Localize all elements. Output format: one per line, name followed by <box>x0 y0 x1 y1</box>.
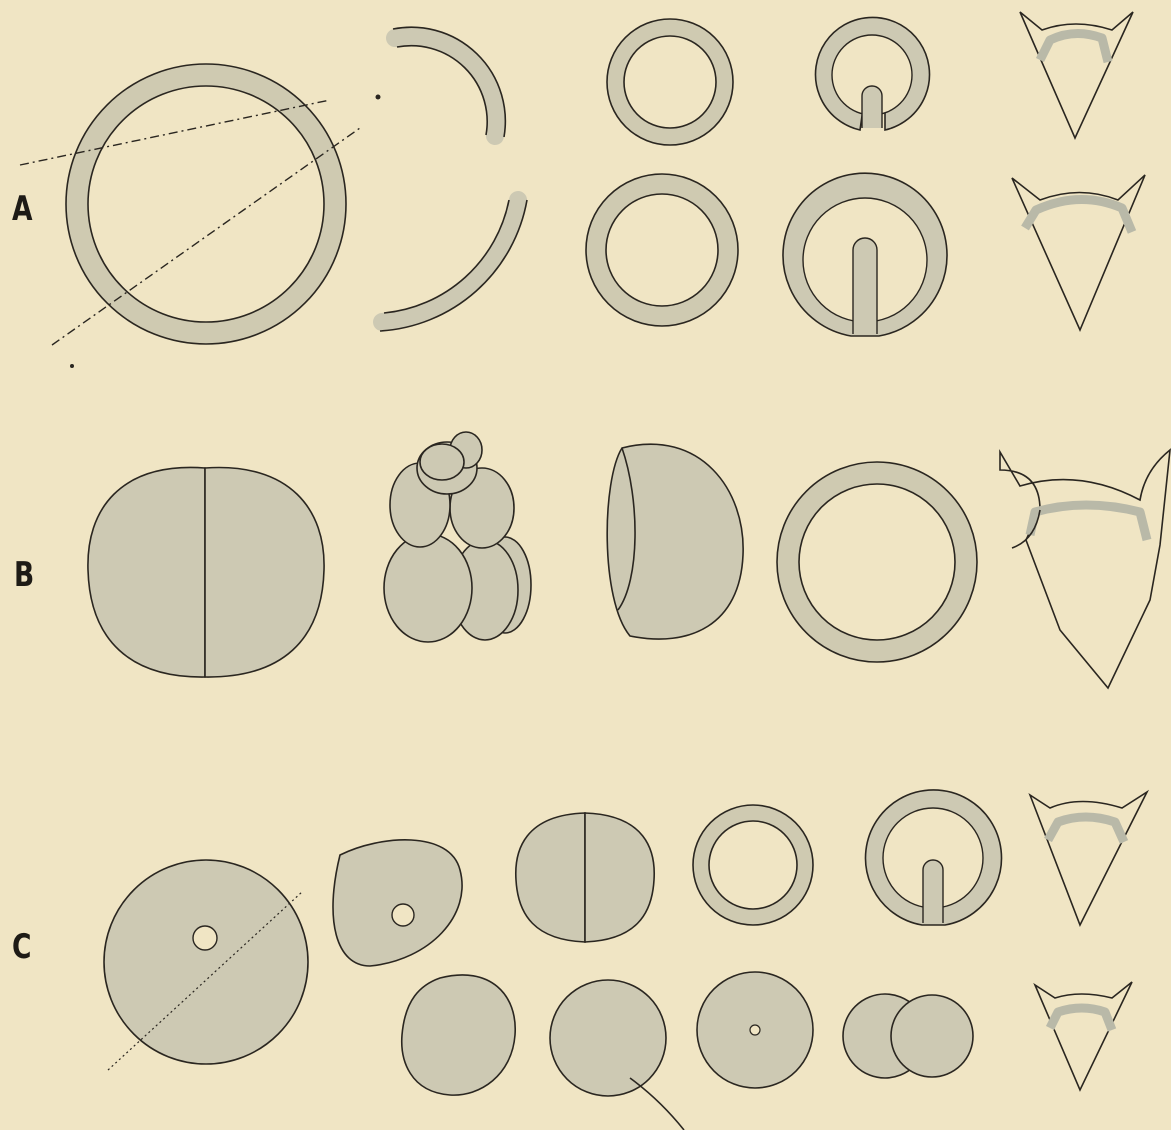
a-dot <box>376 95 381 100</box>
a-section-line-upper <box>20 100 330 165</box>
a-blastula-upper <box>607 19 733 145</box>
b-two-cell-egg <box>88 467 324 677</box>
c-blastula-ring <box>693 805 813 925</box>
c-egg-with-nucleus <box>697 972 813 1088</box>
b-open-blastula <box>607 444 743 639</box>
c-two-cell-overlap <box>843 994 973 1078</box>
row-c-drawings <box>104 790 1147 1130</box>
a-pluteus-upper <box>1020 12 1133 138</box>
c-pluteus-lower <box>1035 982 1132 1090</box>
b-cleavage-cluster <box>384 432 531 642</box>
a-half-ring-lower <box>382 200 518 322</box>
b-pluteus-large <box>1000 450 1170 688</box>
c-egg-large <box>104 860 308 1070</box>
a-dot-lower <box>70 364 74 368</box>
c-pluteus-upper <box>1030 792 1147 925</box>
b-blastula-ring <box>777 462 977 662</box>
row-b-drawings <box>88 432 1170 688</box>
a-blastula-lower <box>586 174 738 326</box>
a-gastrula-upper <box>815 17 929 130</box>
c-two-cell <box>516 813 654 942</box>
c-egg-round <box>550 980 684 1130</box>
c-egg-half <box>333 840 462 966</box>
c-egg-irregular <box>402 975 515 1095</box>
a-half-ring-upper <box>395 36 496 136</box>
a-section-line-lower <box>52 128 360 345</box>
a-pluteus-lower <box>1012 175 1145 330</box>
c-gastrula <box>866 790 1002 925</box>
row-a-drawings <box>20 12 1145 368</box>
a-gastrula-lower <box>783 173 947 336</box>
